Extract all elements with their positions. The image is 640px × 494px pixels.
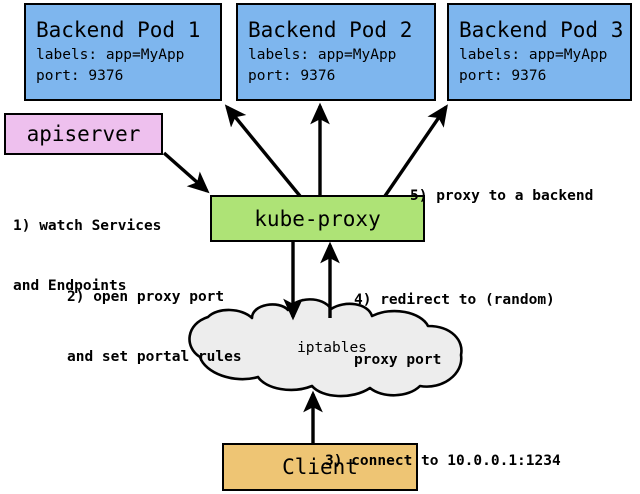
- node-backend-pod-3[interactable]: Backend Pod 3 labels: app=MyApp port: 93…: [447, 3, 632, 101]
- step-2-label: 2) open proxy port and set portal rules: [67, 247, 242, 407]
- client-label: Client: [282, 455, 358, 479]
- pod2-title: Backend Pod 2: [248, 18, 413, 42]
- node-backend-pod-1[interactable]: Backend Pod 1 labels: app=MyApp port: 93…: [24, 3, 222, 101]
- step-4-line-2: proxy port: [354, 352, 442, 368]
- step-3-label: 3) connect to 10.0.0.1:1234: [325, 411, 561, 494]
- arrow-apiserver-to-kubeproxy: [162, 151, 210, 194]
- pod2-port: port: 9376: [248, 68, 336, 84]
- arrow-kubeproxy-to-pod1: [224, 104, 302, 198]
- node-apiserver[interactable]: apiserver: [4, 113, 163, 155]
- apiserver-label: apiserver: [26, 122, 141, 146]
- step-3-line-1: 3) connect to 10.0.0.1:1234: [325, 453, 561, 469]
- step-4-line-1: 4) redirect to (random): [354, 292, 555, 308]
- node-client[interactable]: Client: [222, 443, 418, 491]
- step-1-line-1: 1) watch Services: [13, 218, 162, 234]
- step-1-label: 1) watch Services and Endpoints: [13, 176, 161, 336]
- step-2-line-1: 2) open proxy port: [67, 289, 225, 305]
- pod1-title: Backend Pod 1: [36, 18, 201, 42]
- step-4-label: 4) redirect to (random) proxy port: [354, 250, 555, 410]
- pod1-labels: labels: app=MyApp: [36, 47, 185, 63]
- step-2-line-2: and set portal rules: [67, 349, 242, 365]
- arrow-kubeproxy-to-pod3: [383, 104, 448, 197]
- pod2-labels: labels: app=MyApp: [248, 47, 397, 63]
- step-1-line-2: and Endpoints: [13, 278, 127, 294]
- node-backend-pod-2[interactable]: Backend Pod 2 labels: app=MyApp port: 93…: [236, 3, 436, 101]
- iptables-label: iptables: [297, 340, 367, 356]
- pod3-port: port: 9376: [459, 68, 547, 84]
- node-kube-proxy[interactable]: kube-proxy: [210, 195, 425, 242]
- pod3-labels: labels: app=MyApp: [459, 47, 608, 63]
- pod3-title: Backend Pod 3: [459, 18, 624, 42]
- pod1-port: port: 9376: [36, 68, 124, 84]
- step-5-label: 5) proxy to a backend: [410, 146, 593, 246]
- step-5-line-1: 5) proxy to a backend: [410, 188, 594, 204]
- kube-proxy-label: kube-proxy: [254, 206, 381, 231]
